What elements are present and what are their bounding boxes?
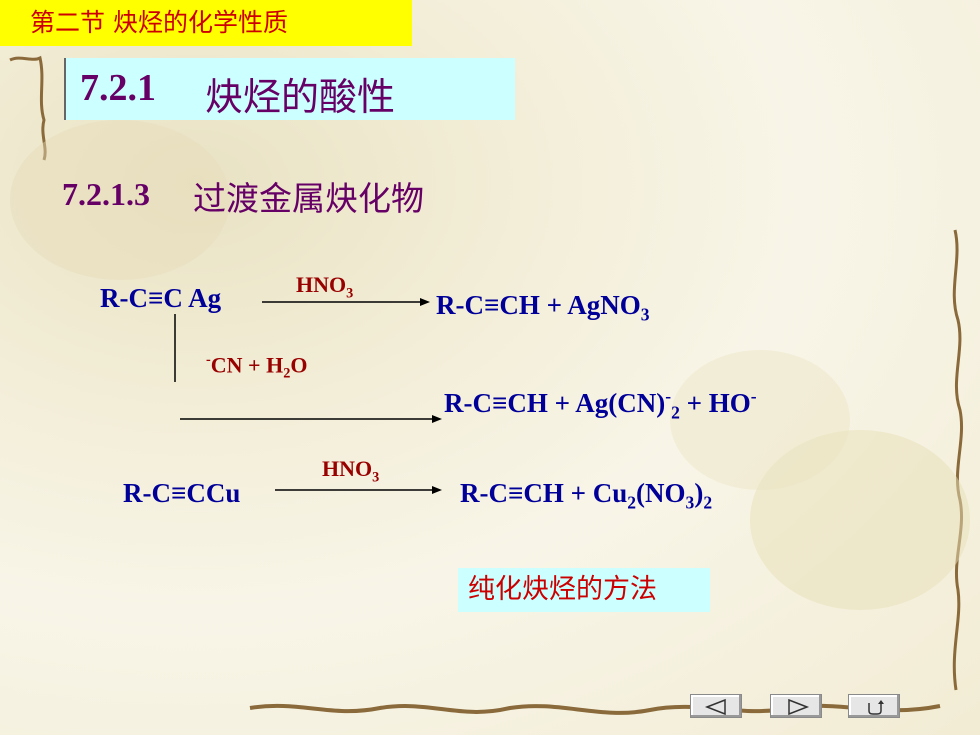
reaction2-product: R-C≡CH + Ag(CN)-2 + HO- [444,386,757,423]
next-slide-button[interactable] [770,694,822,718]
arrow-head-2 [432,415,442,423]
reaction3-reagent: HNO3 [322,456,380,486]
arrow-head-1 [420,298,430,306]
subsection-title: 过渡金属炔化物 [193,179,424,218]
reaction2-reagent: -CN + H2O [206,352,308,382]
next-triangle-icon [788,698,810,716]
prev-triangle-icon [704,698,726,716]
prev-slide-button[interactable] [690,694,742,718]
section-title: 炔烃的酸性 [205,75,396,119]
reaction1-reagent: HNO3 [296,272,354,302]
reaction3-product: R-C≡CH + Cu2(NO3)2 [460,478,713,513]
chapter-label: 第二节 炔烃的化学性质 [0,0,412,46]
section-number: 7.2.1 [80,67,156,109]
purification-note: 纯化炔烃的方法 [458,568,710,612]
reaction1-product: R-C≡CH + AgNO3 [436,290,650,325]
arrow-head-3 [432,486,442,494]
return-arrow-icon [868,700,884,715]
reaction3-reactant: R-C≡CCu [123,478,241,508]
section-header-box [64,58,515,120]
return-button[interactable] [848,694,900,718]
subsection-number: 7.2.1.3 [62,176,150,212]
reaction1-reactant: R-C≡C Ag [100,283,222,313]
